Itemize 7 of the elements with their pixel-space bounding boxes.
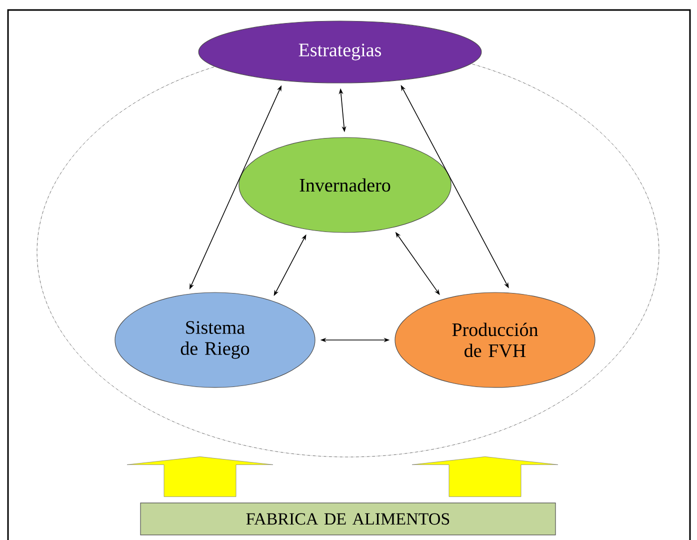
ellipse-node: Sistema de Riego bbox=[114, 292, 316, 388]
ellipse-node: Invernadero bbox=[238, 137, 452, 233]
label-box: FABRICA DE ALIMENTOS bbox=[140, 502, 556, 536]
block-arrow bbox=[412, 456, 558, 497]
block-arrow bbox=[126, 456, 274, 497]
ellipse-node: Producción de FVH bbox=[394, 292, 596, 388]
ellipse-node: Estrategias bbox=[198, 20, 482, 84]
